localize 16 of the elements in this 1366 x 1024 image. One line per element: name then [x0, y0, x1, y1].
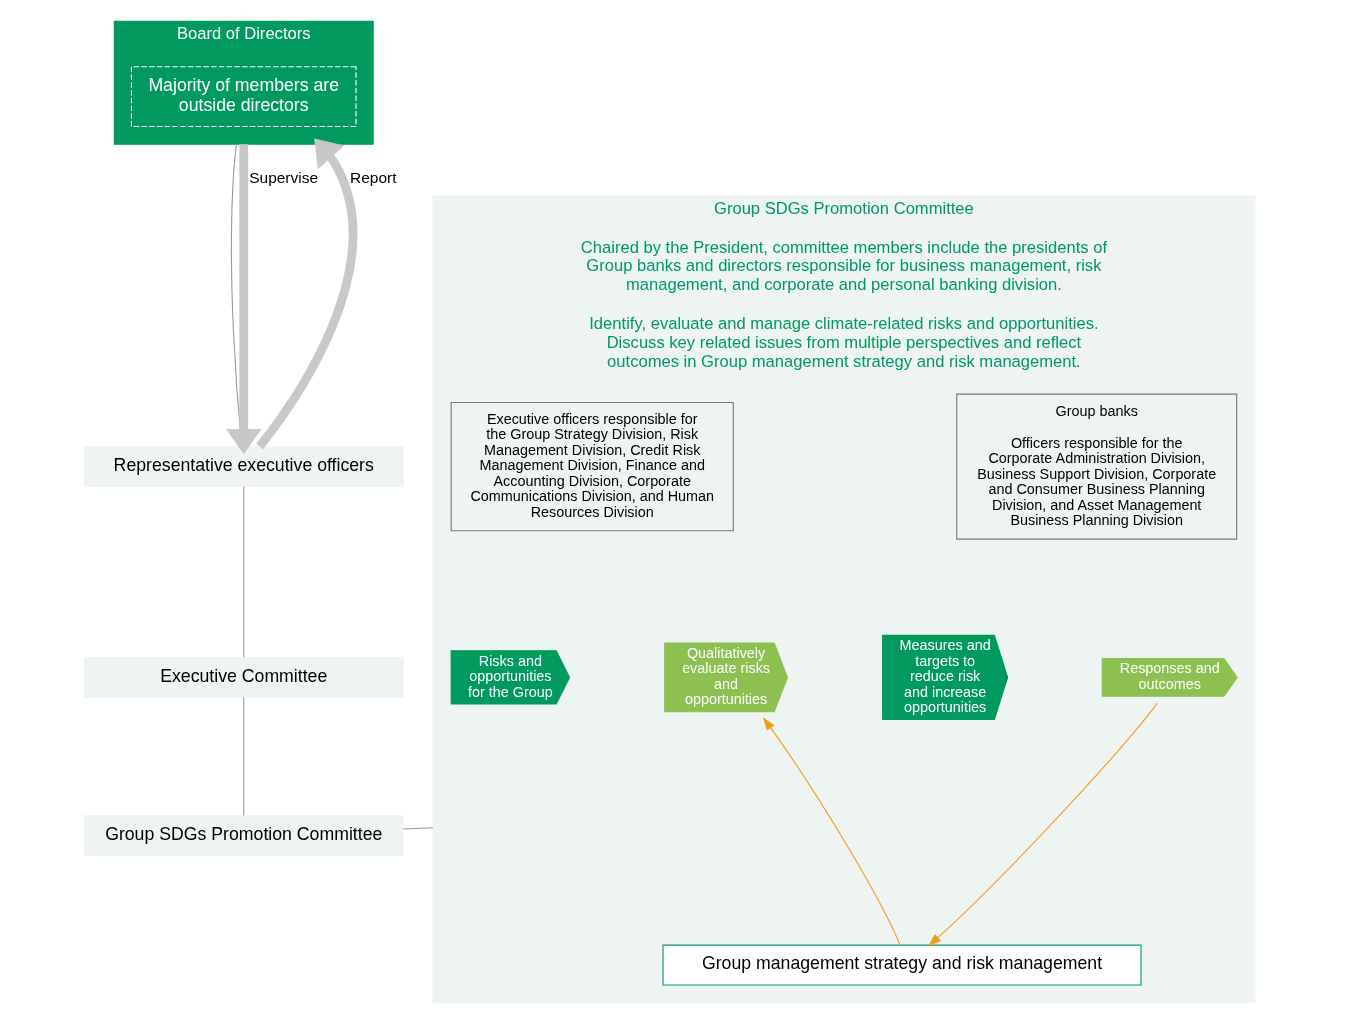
arrow — [927, 702, 1158, 947]
edge-label: Report — [349, 169, 396, 187]
node-box: Group SDGs Promotion Committee — [83, 815, 404, 857]
arrow — [255, 138, 357, 450]
arrow — [762, 717, 901, 946]
node-box: Group banks Officers responsible for the Corporate Administration Division, Business Support Division, Corporate and Consumer Business Planning Division, and Asset Management Business Planning Division — [955, 393, 1237, 540]
node-box: Majority of members are outside directors — [130, 66, 357, 127]
node-box: Executive officers responsible for the Group Strategy Division, Risk Management Division, Credit Risk Management Division, Finance and Accounting Division, Corporate Communications Division, and Human Resources Division — [450, 401, 734, 532]
connector — [242, 696, 244, 817]
arrow — [225, 144, 262, 455]
connector — [402, 827, 433, 830]
node-box: Group management strategy and risk management — [661, 944, 1141, 986]
node-box: Executive Committee — [83, 656, 404, 698]
connector — [242, 486, 244, 658]
edge-label: Supervise — [248, 169, 318, 187]
node-box: Representative executive officers — [83, 446, 404, 488]
